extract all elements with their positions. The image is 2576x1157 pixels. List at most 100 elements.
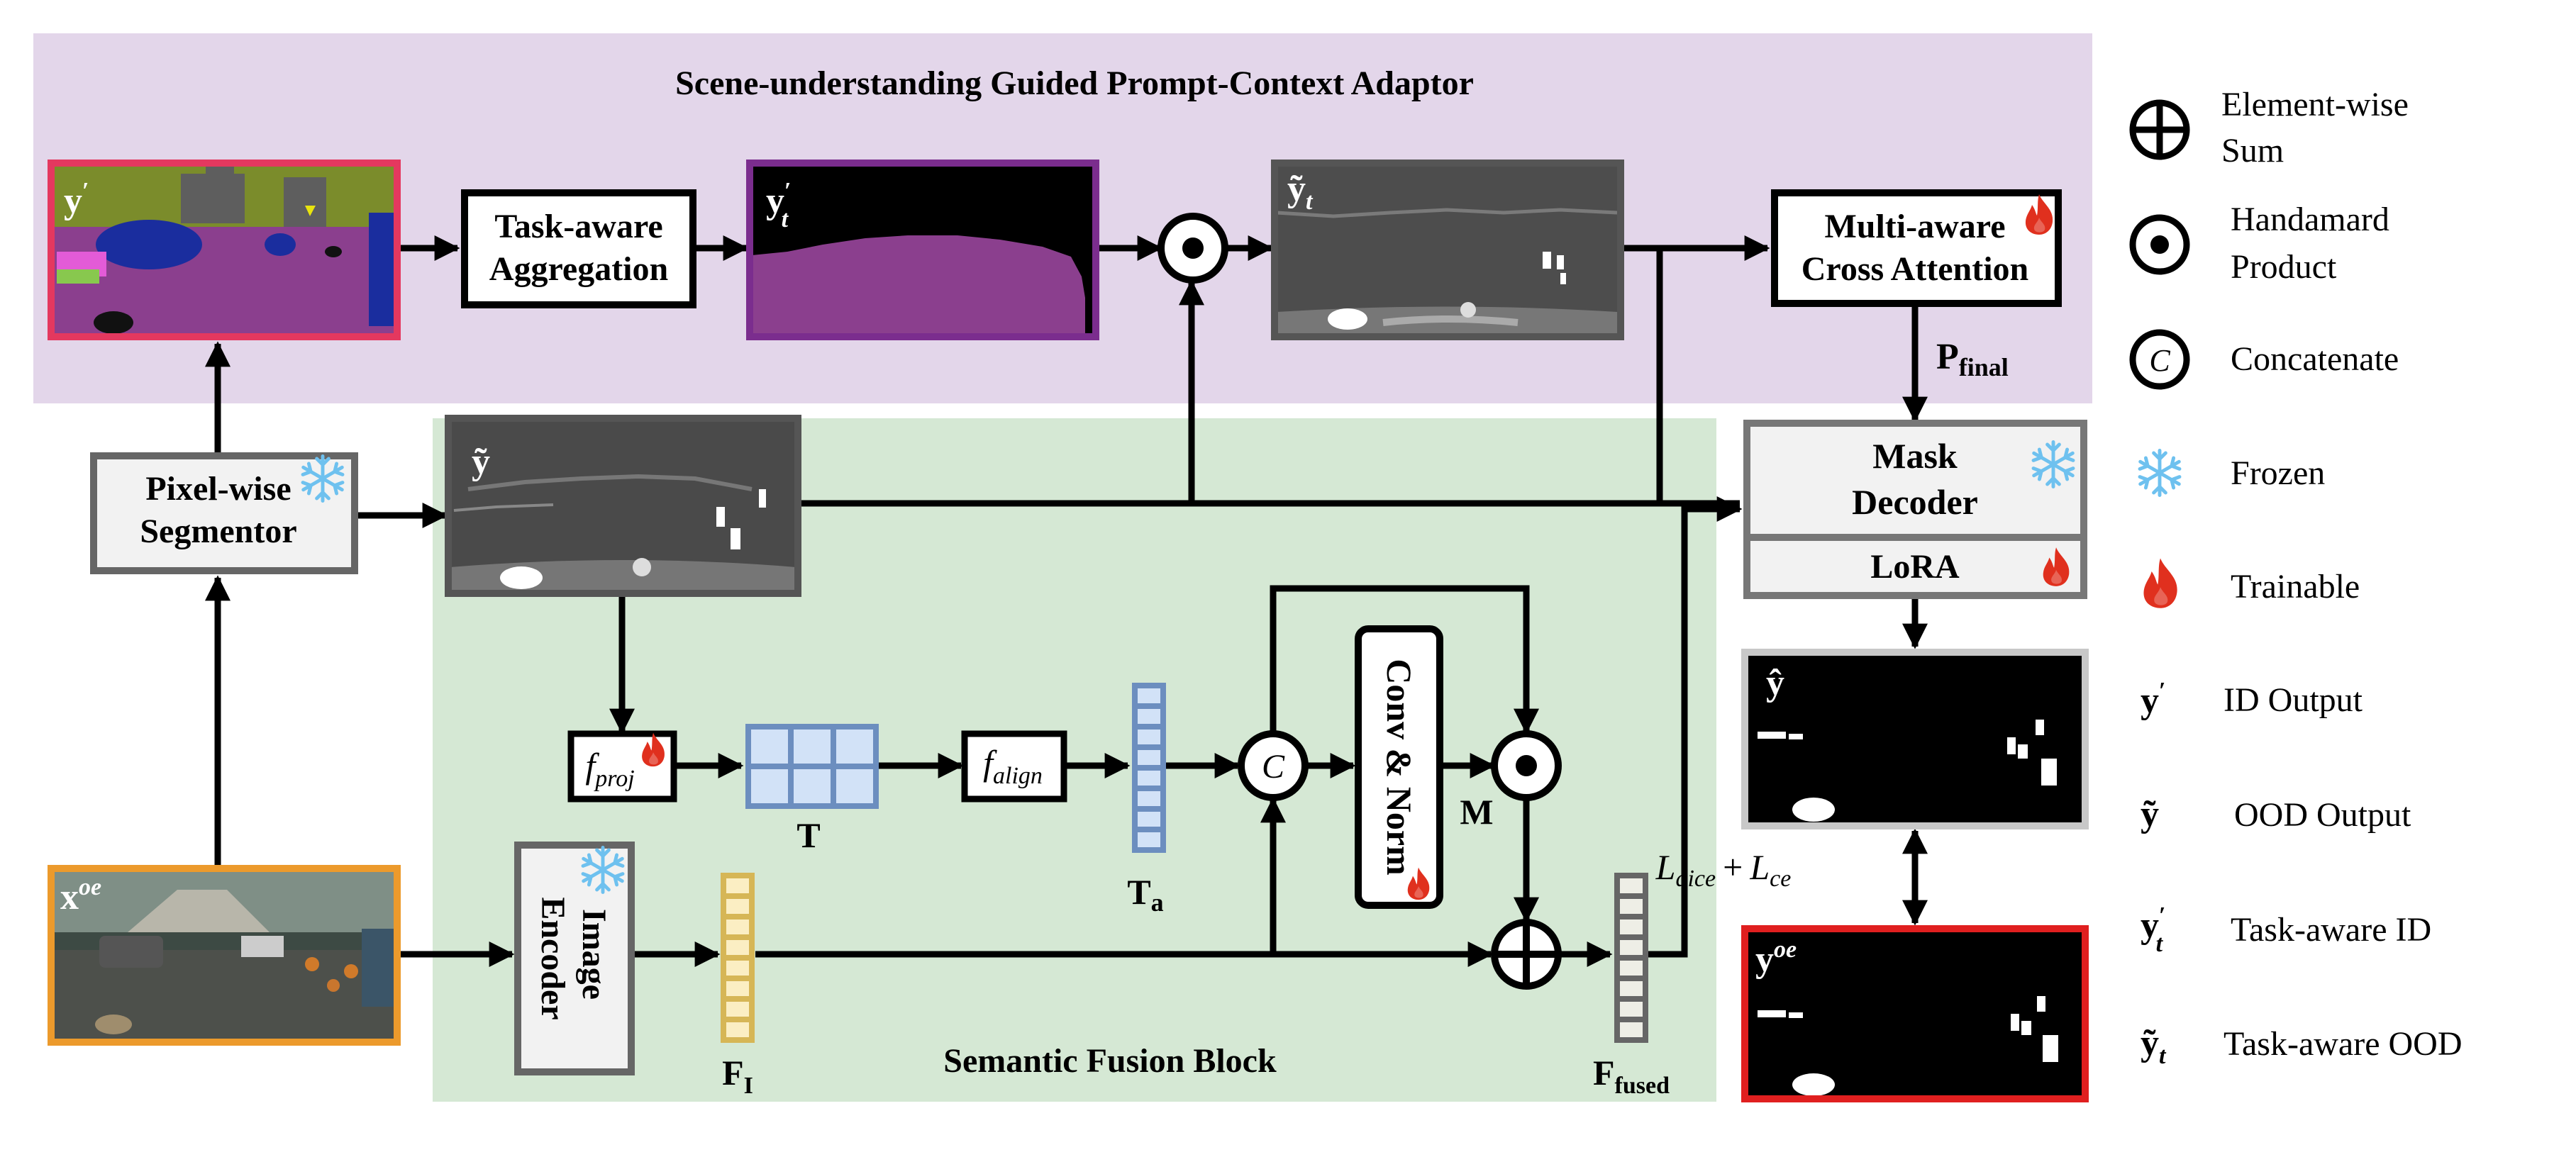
- cross-attention-label-line1: Multi-aware: [1824, 208, 2005, 245]
- cross-attention-block: Multi-aware Cross Attention: [1771, 189, 2062, 307]
- pixel-wise-segmentor-block: Pixel-wise Segmentor: [90, 452, 358, 574]
- frozen-icon: [2140, 451, 2180, 496]
- fusion-region-title: Semantic Fusion Block: [943, 1042, 1277, 1080]
- hadamard-product-operator: [1491, 730, 1562, 801]
- token-cell: [1614, 934, 1648, 961]
- lora-label: LoRA: [1870, 548, 1960, 586]
- label-y-t-prime: y′t: [766, 178, 792, 233]
- legend-task-ood-label: Task-aware OOD: [2224, 1025, 2463, 1063]
- label-FI: FI: [722, 1053, 753, 1099]
- legend-product-label-line2: Product: [2231, 248, 2337, 286]
- token-cell: [721, 914, 755, 940]
- legend-frozen: Frozen: [2140, 451, 2325, 496]
- conv-norm-label: Conv & Norm: [1379, 659, 1419, 876]
- token-cell: [1132, 703, 1166, 730]
- token-cell: [1132, 744, 1166, 771]
- label-y-tilde-t: ỹt: [1287, 169, 1314, 215]
- legend-id-output-label: ID Output: [2224, 681, 2363, 719]
- legend-product-label-line1: Handamard: [2231, 201, 2389, 238]
- conv-norm-block: Conv & Norm: [1355, 625, 1443, 909]
- ood-output-image: ỹ: [445, 415, 801, 597]
- token-cell: [1614, 914, 1648, 940]
- legend-trainable-label: Trainable: [2231, 568, 2360, 605]
- legend-sum-label-line1: Element-wise: [2221, 86, 2409, 123]
- mask-decoder-label-line2: Decoder: [1852, 482, 1978, 522]
- token-cell: [831, 764, 879, 809]
- task-aware-id-image: y′t: [746, 160, 1099, 340]
- legend: Element-wise Sum Handamard Product C Con…: [2129, 86, 2463, 1069]
- token-cell: [721, 996, 755, 1022]
- legend-sum-label-line2: Sum: [2221, 132, 2284, 169]
- label-y-oe: yoe: [1755, 937, 1797, 980]
- f-align-block: falign: [961, 730, 1067, 803]
- prediction-image: ŷ: [1741, 649, 2089, 829]
- task-aware-aggregation-block: Task-aware Aggregation: [461, 189, 696, 308]
- token-cell: [1614, 893, 1648, 920]
- image-encoder-block: Image Encoder: [514, 842, 635, 1075]
- loss-label: Ldice+Lce: [1655, 847, 1792, 892]
- legend-symbol-y-tilde-t: ỹt: [2141, 1023, 2167, 1069]
- legend-task-ood: ỹt Task-aware OOD: [2141, 1023, 2463, 1069]
- aggregation-label-line1: Task-aware: [494, 208, 662, 245]
- token-cell: [1132, 765, 1166, 791]
- label-T: T: [796, 815, 820, 855]
- legend-concat-symbol: C: [2149, 343, 2170, 378]
- token-cell: [721, 934, 755, 961]
- token-cell: [1132, 827, 1166, 853]
- legend-concat: C Concatenate: [2129, 329, 2399, 390]
- image-encoder-label: Image Encoder: [534, 897, 613, 1019]
- element-wise-sum-operator: [1491, 919, 1562, 990]
- segmentor-label-line2: Segmentor: [140, 513, 296, 550]
- legend-task-id-label: Task-aware ID: [2231, 911, 2431, 949]
- legend-task-id: y′t Task-aware ID: [2141, 902, 2431, 957]
- aggregation-label-line2: Aggregation: [489, 250, 668, 288]
- arrow-skip-to-product: [1270, 585, 1539, 734]
- token-cell: [721, 955, 755, 981]
- id-output-image: y′: [48, 160, 401, 340]
- token-T: [745, 724, 879, 809]
- legend-product: Handamard Product: [2129, 201, 2389, 286]
- label-y-prime: y′: [64, 178, 89, 221]
- legend-frozen-label: Frozen: [2231, 454, 2325, 492]
- token-cell: [1614, 873, 1648, 899]
- trainable-icon: [2143, 558, 2177, 608]
- label-Ta: Ta: [1127, 872, 1163, 917]
- token-cell: [745, 764, 794, 809]
- hadamard-product-operator: [1157, 213, 1228, 284]
- label-M: M: [1460, 792, 1493, 832]
- token-cell: [1132, 806, 1166, 832]
- ground-truth-image: yoe: [1741, 925, 2089, 1102]
- concat-symbol: C: [1262, 748, 1285, 786]
- label-y-tilde: ỹ: [472, 442, 490, 482]
- segmentor-label-line1: Pixel-wise: [145, 470, 291, 508]
- label-x-oe: xoe: [60, 874, 101, 917]
- legend-id-output: y′ ID Output: [2141, 678, 2363, 721]
- token-cell: [721, 976, 755, 1002]
- f-proj-block: fproj: [567, 730, 677, 803]
- legend-trainable: Trainable: [2143, 558, 2360, 608]
- label-P-final: Pfinal: [1936, 337, 2009, 381]
- token-Ffused: [1614, 873, 1648, 1043]
- prompt-region-title: Scene-understanding Guided Prompt-Contex…: [675, 65, 1474, 102]
- token-cell: [721, 893, 755, 920]
- legend-symbol-y-prime: y′: [2141, 678, 2166, 721]
- label-y-hat: ŷ: [1766, 663, 1784, 703]
- legend-sum: Element-wise Sum: [2129, 86, 2409, 169]
- token-cell: [1132, 683, 1166, 709]
- token-Ta: [1132, 683, 1166, 853]
- token-cell: [1614, 976, 1648, 1002]
- input-image: xoe: [48, 865, 401, 1046]
- mask-decoder-label-line1: Mask: [1872, 436, 1958, 476]
- label-Ffused: Ffused: [1593, 1053, 1670, 1099]
- token-FI: [721, 873, 755, 1043]
- legend-symbol-y-tilde: ỹ: [2141, 794, 2159, 834]
- token-cell: [745, 724, 794, 769]
- legend-symbol-y-t-prime: y′t: [2141, 902, 2166, 957]
- token-cell: [788, 764, 836, 809]
- token-cell: [1614, 1017, 1648, 1043]
- token-cell: [831, 724, 879, 769]
- task-aware-ood-image: ỹt: [1271, 160, 1624, 340]
- connectors: [205, 235, 1928, 967]
- concatenate-operator: C: [1238, 730, 1309, 801]
